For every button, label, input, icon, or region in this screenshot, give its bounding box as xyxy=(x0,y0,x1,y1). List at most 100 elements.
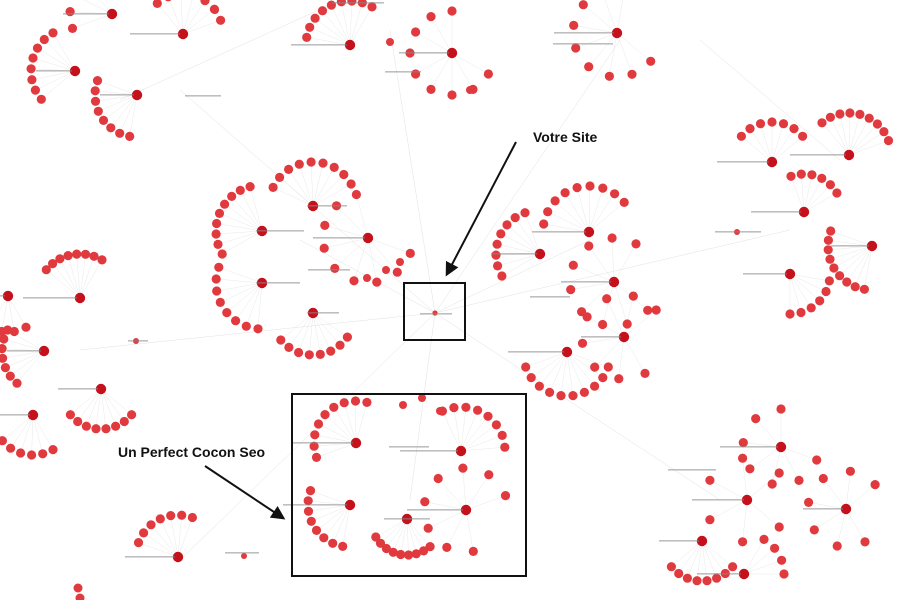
graph-node-214 xyxy=(646,56,656,66)
graph-node-126 xyxy=(303,506,314,516)
label-layer xyxy=(0,2,869,575)
graph-node-195 xyxy=(447,6,457,16)
graph-node-51 xyxy=(396,258,404,266)
graph-node-197 xyxy=(411,27,421,37)
graph-edge-283 xyxy=(742,499,748,542)
graph-node-249 xyxy=(826,226,836,236)
graph-hub-node-250 xyxy=(784,268,796,280)
graph-edge-211 xyxy=(790,176,805,213)
graph-node-16 xyxy=(306,157,316,167)
graph-node-176 xyxy=(106,123,116,133)
graph-node-262 xyxy=(63,251,73,261)
graph-node-125 xyxy=(306,516,316,526)
graph-edge-280 xyxy=(742,458,748,501)
graph-node-298 xyxy=(133,538,144,548)
graph-edge-145 xyxy=(157,3,184,35)
graph-hub-node-258 xyxy=(74,292,86,304)
graph-edge-203 xyxy=(830,117,850,156)
graph-edge-243 xyxy=(0,295,9,311)
micro-label xyxy=(668,469,716,471)
micro-label xyxy=(720,446,778,448)
graph-node-196 xyxy=(426,12,436,22)
graph-edge-129 xyxy=(428,509,467,529)
graph-node-102 xyxy=(311,452,322,462)
micro-label xyxy=(554,32,614,34)
graph-node-149 xyxy=(418,394,426,402)
graph-edge-16 xyxy=(219,213,263,232)
graph-node-50 xyxy=(382,266,390,274)
graph-node-318 xyxy=(738,453,748,463)
graph-edge-88 xyxy=(623,336,646,374)
graph-node-253 xyxy=(815,296,825,306)
graph-node-185 xyxy=(305,22,315,32)
graph-edge-154 xyxy=(31,70,76,80)
graph-node-174 xyxy=(125,131,135,141)
graph-node-175 xyxy=(115,128,125,138)
graph-node-199 xyxy=(411,69,421,79)
graph-edge-160 xyxy=(129,94,138,137)
graph-edge-265 xyxy=(138,542,179,558)
graph-node-59 xyxy=(598,183,608,193)
graph-node-332 xyxy=(728,562,738,572)
graph-hub-node-151 xyxy=(106,8,118,20)
graph-edge-32 xyxy=(324,225,369,239)
graph-edge-1 xyxy=(434,239,591,314)
graph-node-4 xyxy=(211,229,221,239)
graph-node-82 xyxy=(651,305,661,315)
graph-edge-22 xyxy=(279,177,314,207)
graph-node-307 xyxy=(75,593,85,600)
graph-edge-44 xyxy=(216,282,263,292)
graph-edge-292 xyxy=(701,540,733,567)
graph-edge-109 xyxy=(453,407,462,452)
graph-edge-26 xyxy=(312,163,324,207)
graph-node-79 xyxy=(622,319,632,329)
graph-edge-192 xyxy=(609,32,618,77)
micro-label xyxy=(491,253,537,255)
graph-node-261 xyxy=(55,254,65,264)
graph-node-284 xyxy=(101,424,111,434)
micro-label xyxy=(313,237,365,239)
graph-edge-168 xyxy=(306,37,351,46)
graph-edge-184 xyxy=(451,52,474,90)
graph-edge-4 xyxy=(434,39,621,314)
graph-hub-node-340 xyxy=(738,568,750,580)
graph-node-218 xyxy=(755,119,766,129)
graph-node-72 xyxy=(631,239,641,249)
cocon-annotation-label: Un Perfect Cocon Seo xyxy=(118,444,265,460)
graph-node-169 xyxy=(28,53,38,63)
graph-hub-node-156 xyxy=(177,28,189,40)
graph-node-136 xyxy=(442,542,452,553)
graph-node-232 xyxy=(883,136,894,146)
graph-node-56 xyxy=(560,188,570,198)
graph-node-337 xyxy=(682,573,693,583)
graph-node-227 xyxy=(845,108,855,118)
graph-edge-178 xyxy=(430,16,453,54)
graph-node-107 xyxy=(329,402,339,412)
graph-node-191 xyxy=(357,0,367,8)
graph-node-209 xyxy=(569,20,579,30)
graph-edge-218 xyxy=(855,245,873,287)
graph-node-256 xyxy=(785,309,795,319)
graph-node-63 xyxy=(497,271,507,281)
micro-label xyxy=(717,161,769,163)
graph-node-220 xyxy=(778,119,789,129)
graph-node-266 xyxy=(97,255,107,265)
graph-node-231 xyxy=(879,127,889,137)
graph-edge-158 xyxy=(44,39,76,72)
graph-node-37 xyxy=(212,286,222,296)
micro-label xyxy=(225,552,259,554)
micro-label xyxy=(100,94,134,96)
graph-node-237 xyxy=(817,173,827,183)
graph-node-274 xyxy=(5,371,15,381)
graph-node-178 xyxy=(93,106,103,116)
graph-edge-278 xyxy=(780,446,817,461)
graph-node-140 xyxy=(419,546,429,556)
graph-node-221 xyxy=(789,124,799,134)
graph-edge-151 xyxy=(182,20,221,35)
graph-node-67 xyxy=(496,229,506,239)
graph-node-251 xyxy=(824,276,835,286)
graph-node-73 xyxy=(607,233,617,243)
graph-hub-node-316 xyxy=(741,494,753,506)
graph-node-144 xyxy=(388,547,398,557)
graph-edge-276 xyxy=(772,446,782,485)
